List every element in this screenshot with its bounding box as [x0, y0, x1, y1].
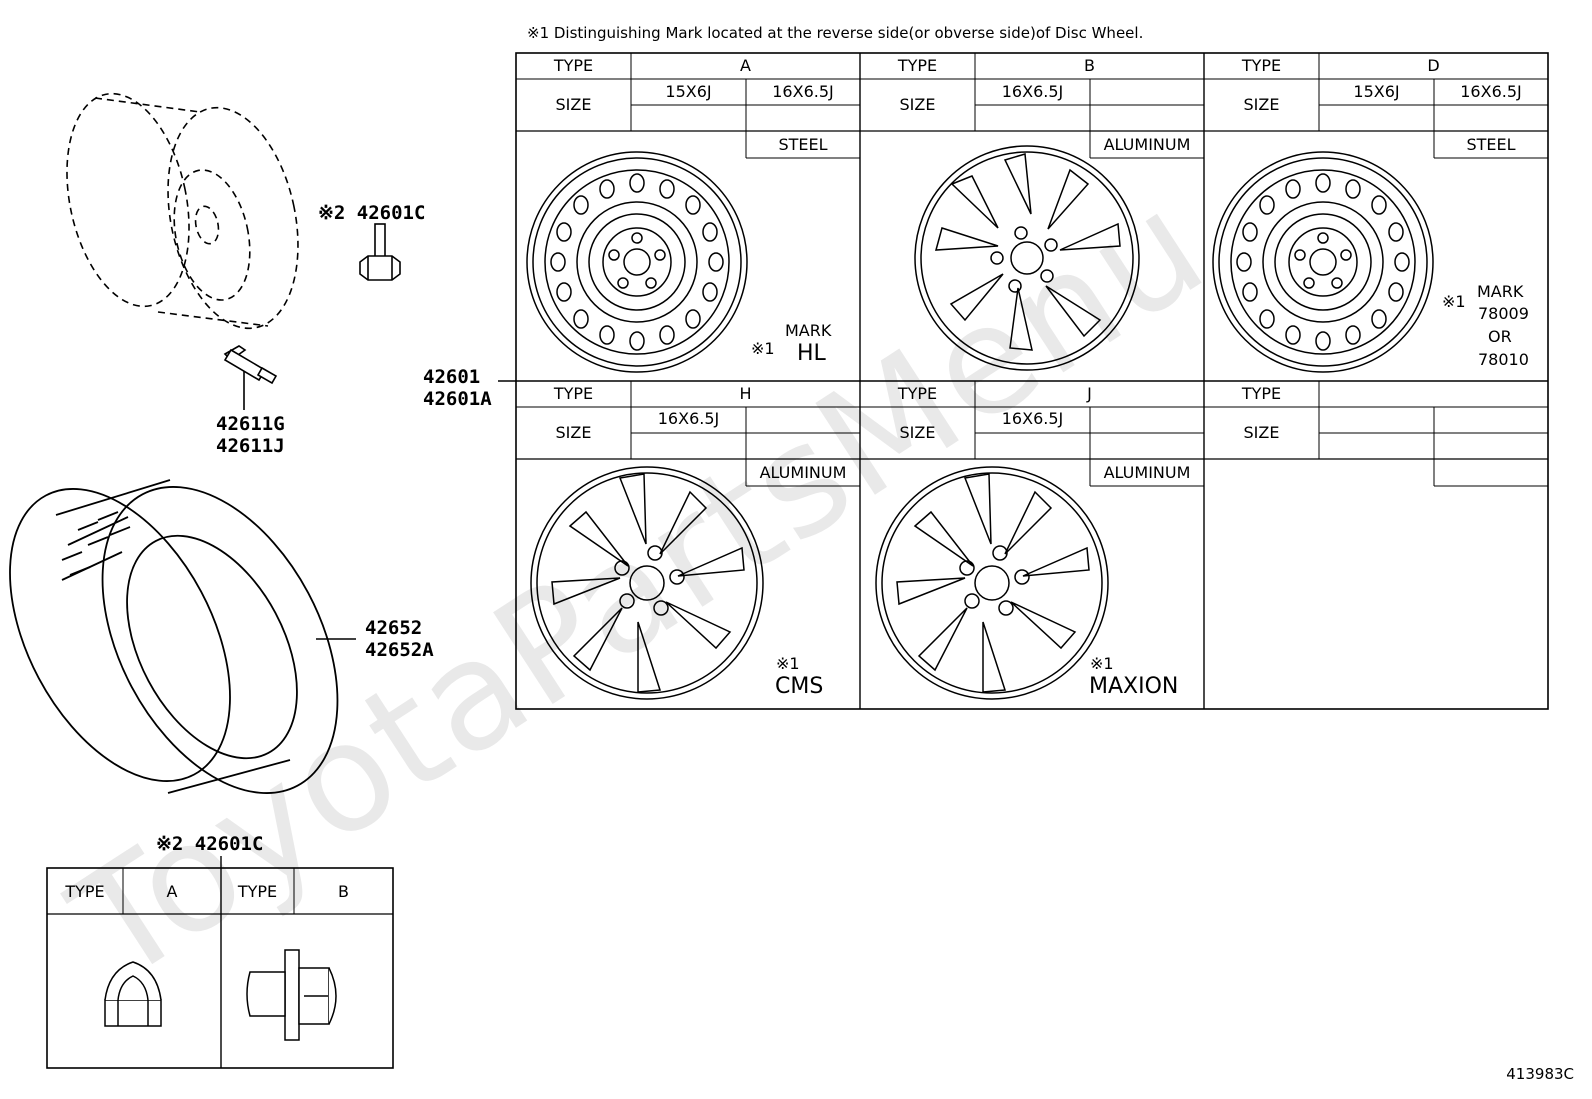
mark-prefix-a: ※1 — [751, 339, 775, 358]
mark-d-line-1: 78009 — [1478, 304, 1529, 323]
material-a: STEEL — [778, 135, 828, 154]
size-label-d: SIZE — [1243, 95, 1280, 114]
valve-stem-icon — [223, 345, 278, 410]
size-label-h: SIZE — [555, 423, 592, 442]
nut-type-b-icon — [246, 949, 337, 1041]
wheel-part-label-1: 42601 — [423, 366, 481, 388]
mark-j: MAXION — [1089, 674, 1179, 699]
size-label-a: SIZE — [555, 95, 592, 114]
size-label-j: SIZE — [899, 423, 936, 442]
type-label-j: TYPE — [897, 384, 938, 403]
wheel-part-label-2: 42601A — [423, 388, 492, 410]
size-b-1: 16X6.5J — [1001, 82, 1064, 101]
nut-type-b: B — [338, 882, 349, 901]
material-h: ALUMINUM — [759, 463, 847, 482]
type-value-h: H — [739, 384, 752, 403]
type-label-a: TYPE — [553, 56, 594, 75]
material-d: STEEL — [1466, 135, 1516, 154]
nut-part-label: ※2 42601C — [318, 202, 426, 224]
nut-type-label-b: TYPE — [237, 882, 278, 901]
size-a-2: 16X6.5J — [772, 82, 834, 101]
footnote: ※1 Distinguishing Mark located at the re… — [527, 24, 1144, 42]
mark-a: HL — [797, 341, 826, 366]
wheel-illustration-d — [1212, 151, 1434, 373]
left-illustrations — [9, 92, 401, 794]
type-value-a: A — [740, 56, 751, 75]
nut-type-a-icon — [104, 961, 162, 1027]
mark-title-d: MARK — [1477, 282, 1524, 301]
mark-prefix-j: ※1 — [1090, 654, 1114, 673]
material-b: ALUMINUM — [1103, 135, 1191, 154]
type-label-h: TYPE — [553, 384, 594, 403]
mark-prefix-d: ※1 — [1442, 292, 1466, 311]
tire-part-label-1: 42652 — [365, 617, 423, 639]
valve-part-label-2: 42611J — [216, 435, 285, 457]
material-j: ALUMINUM — [1103, 463, 1191, 482]
type-label-b: TYPE — [897, 56, 938, 75]
nut-type-label-a: TYPE — [65, 882, 105, 901]
mark-prefix-h: ※1 — [776, 654, 800, 673]
type-value-b: B — [1084, 56, 1095, 75]
valve-part-label-1: 42611G — [216, 413, 285, 435]
wheel-illustration-h — [530, 466, 764, 700]
type-label-d: TYPE — [1241, 56, 1282, 75]
size-j-1: 16X6.5J — [1001, 409, 1064, 428]
size-d-1: 15X6J — [1353, 82, 1400, 101]
size-label-empty: SIZE — [1243, 423, 1280, 442]
mark-h: CMS — [775, 674, 824, 699]
wheel-illustration-b — [914, 145, 1140, 371]
hub-nut-icon — [359, 223, 401, 281]
type-value-j: J — [1087, 384, 1092, 403]
type-value-d: D — [1427, 56, 1440, 75]
mark-d-line-2: OR — [1488, 327, 1512, 346]
nut-table — [46, 856, 394, 1069]
size-a-1: 15X6J — [665, 82, 712, 101]
tire-part-label-2: 42652A — [365, 639, 434, 661]
mark-d-line-3: 78010 — [1478, 350, 1529, 369]
mark-title-a: MARK — [785, 321, 832, 340]
disc-wheel-illustration — [66, 92, 299, 330]
wheel-illustration-j — [875, 466, 1109, 700]
nut-type-a: A — [166, 882, 178, 901]
size-h-1: 16X6.5J — [657, 409, 720, 428]
page-code: 413983C — [1506, 1065, 1574, 1083]
size-d-2: 16X6.5J — [1460, 82, 1522, 101]
size-label-b: SIZE — [899, 95, 936, 114]
nut-table-title: ※2 42601C — [156, 833, 264, 855]
type-label-empty: TYPE — [1241, 384, 1282, 403]
tire-illustration — [9, 479, 339, 794]
wheel-illustration-a — [526, 151, 748, 373]
